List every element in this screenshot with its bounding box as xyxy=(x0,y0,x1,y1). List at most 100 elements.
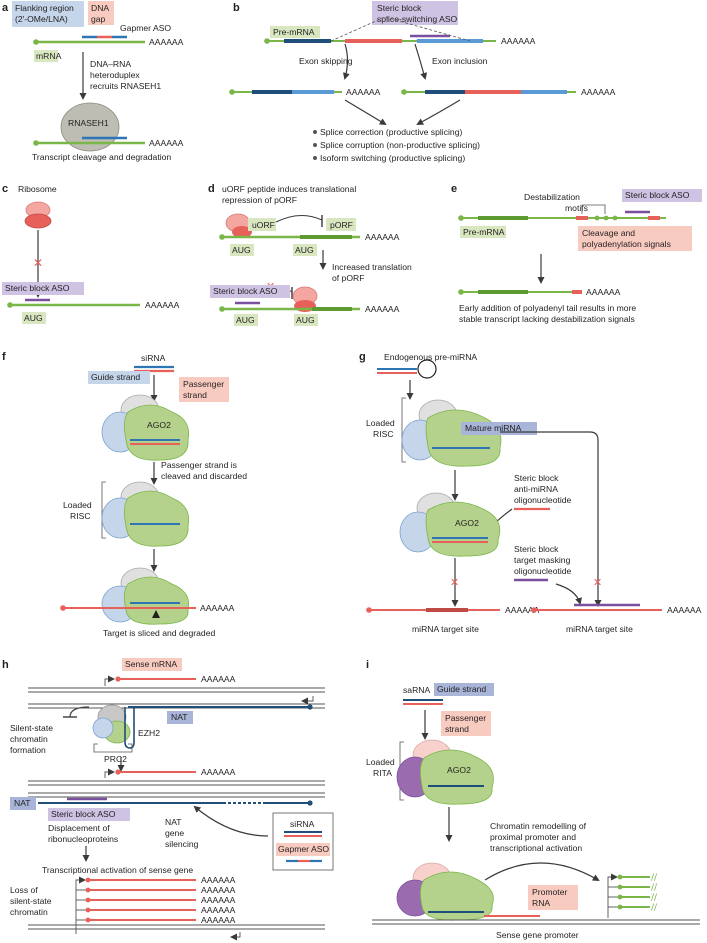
steric-aso-box-c xyxy=(2,282,84,295)
loaded-label-i-2: RITA xyxy=(373,768,392,778)
risc-body-f xyxy=(124,490,190,547)
nat-label-h2: NAT xyxy=(14,798,31,808)
promoter-rna-1: Promoter xyxy=(532,887,567,897)
result-a: Transcript cleavage and degradation xyxy=(32,152,171,162)
aug-c: AUG xyxy=(24,313,43,323)
gapmer-aso-label: Gapmer ASO xyxy=(120,23,171,33)
polya-skip: AAAAAA xyxy=(346,87,381,97)
splice-aso-label-1: Steric block xyxy=(377,3,422,13)
sirna-label-f: siRNA xyxy=(141,353,166,363)
cleavage-box xyxy=(578,226,692,251)
ago2-label-f: AGO2 xyxy=(147,420,171,430)
site-label-g1: miRNA target site xyxy=(412,624,479,634)
mature-mirna-label: Mature miRNA xyxy=(465,423,522,433)
silent-2: chromatin xyxy=(10,734,48,744)
sarna-label: saRNA xyxy=(403,685,430,695)
ago2-body xyxy=(124,404,190,461)
anti-mirna-3: oligonucleotide xyxy=(514,495,572,505)
mask-1: Steric block xyxy=(514,544,559,554)
premirna-label: Endogenous pre-miRNA xyxy=(384,352,477,362)
steric-aso-label-h: Steric block ASO xyxy=(51,809,116,819)
nat-silencing-3: silencing xyxy=(165,839,199,849)
increased-1: Increased translation xyxy=(332,262,412,272)
steric-aso-label-c: Steric block ASO xyxy=(5,283,70,293)
dna-gap-label-2: gap xyxy=(91,14,106,24)
flanking-region-box xyxy=(12,1,84,27)
panel-a-label: a xyxy=(2,2,9,14)
promoter-nat xyxy=(301,696,314,705)
arrow-out-2 xyxy=(416,99,461,125)
outcome-1: Splice correction (productive splicing) xyxy=(320,127,462,137)
mrna-box xyxy=(34,50,58,62)
remodelling-1: Chromatin remodelling of xyxy=(490,821,587,831)
loaded-label-i-1: Loaded xyxy=(366,757,395,767)
displacement-1: Displacement of xyxy=(48,823,110,833)
slice-marker xyxy=(152,610,160,618)
ago2-g-body xyxy=(425,501,501,557)
passenger-label-f-1: Passenger xyxy=(183,379,224,389)
promoter-rna-2: RNA xyxy=(532,898,550,908)
uorf-label: uORF xyxy=(252,220,275,230)
step-f-2: cleaved and discarded xyxy=(161,471,247,481)
panel-b: b Steric block splice-switching ASO Pre-… xyxy=(229,1,616,163)
step-a-3: recruits RNASEH1 xyxy=(90,81,161,91)
promoter-h1 xyxy=(104,675,115,686)
d-title-2: repression of pORF xyxy=(222,195,297,205)
aug-box-d4 xyxy=(294,314,318,326)
arrow-skip xyxy=(342,43,350,80)
anti-mirna-2: anti-miRNA xyxy=(514,484,558,494)
nat-cap-h1 xyxy=(307,704,313,710)
guide-box-f xyxy=(88,371,150,384)
polya-f: AAAAAA xyxy=(200,603,235,613)
result-e-2: stable transcript lacking destabilizatio… xyxy=(459,314,635,324)
nat-silencing-2: gene xyxy=(165,828,184,838)
panel-f: f siRNA Guide strand Passenger strand AG… xyxy=(2,351,247,638)
target-site-g1 xyxy=(426,608,468,612)
promoter-i xyxy=(607,873,618,918)
destab-motif-1 xyxy=(594,215,600,221)
steric-aso-box-e xyxy=(622,189,702,202)
premrna-box-e xyxy=(460,226,506,238)
promoter-rna-box xyxy=(528,885,578,910)
rnaseh1-label: RNASEH1 xyxy=(68,118,109,128)
prc2-subunit-3 xyxy=(92,717,114,739)
step-a-2: heteroduplex xyxy=(90,70,140,80)
porf-box xyxy=(326,218,356,231)
exon-inclusion-label: Exon inclusion xyxy=(432,56,488,66)
polya-c: AAAAAA xyxy=(145,300,180,310)
destab-1: Destabilization xyxy=(524,192,580,202)
premirna-loop xyxy=(417,359,437,379)
ago2-label-i: AGO2 xyxy=(447,765,471,775)
passenger-label-i-1: Passenger xyxy=(445,713,486,723)
sense-gene-promoter: Sense gene promoter xyxy=(496,930,579,940)
cleav-site-2 xyxy=(648,216,660,220)
prc2-bracket xyxy=(93,743,133,753)
repress-arc xyxy=(275,215,323,223)
exon-2 xyxy=(345,39,402,43)
continues-mark-3: // xyxy=(651,893,658,903)
ribosome-large xyxy=(24,213,52,229)
aug-box-c xyxy=(22,312,46,324)
dna-gap-box xyxy=(88,1,114,25)
polya-g1: AAAAAA xyxy=(505,605,540,615)
continues-mark-2: // xyxy=(651,883,658,893)
guide-box-i xyxy=(434,683,494,696)
steric-aso-label-e: Steric block ASO xyxy=(625,190,690,200)
guide-label-f: Guide strand xyxy=(91,372,140,382)
uorf-box xyxy=(248,218,276,231)
flanking-region-label: Flanking region xyxy=(15,3,74,13)
displacement-2: ribonucleoproteins xyxy=(48,834,118,844)
panel-d: d uORF peptide induces translational rep… xyxy=(208,183,412,326)
splice-aso-box xyxy=(372,1,458,25)
arrow-i-3 xyxy=(484,862,600,882)
loaded-label-g-1: Loaded xyxy=(366,418,395,428)
panel-c: c Ribosome ✕ Steric block ASO AAAAAA AUG xyxy=(2,183,180,324)
porf-label: pORF xyxy=(330,220,353,230)
remodelling-2: proximal promoter and xyxy=(490,832,576,842)
arrow-incl xyxy=(414,43,428,80)
ribosome-label: Ribosome xyxy=(18,184,57,194)
outcome-2: Splice corruption (non-productive splici… xyxy=(320,140,480,150)
polya-h3-3: AAAAAA xyxy=(201,895,236,905)
mrna-label: mRNA xyxy=(36,51,62,61)
risc-body-g xyxy=(425,409,502,467)
